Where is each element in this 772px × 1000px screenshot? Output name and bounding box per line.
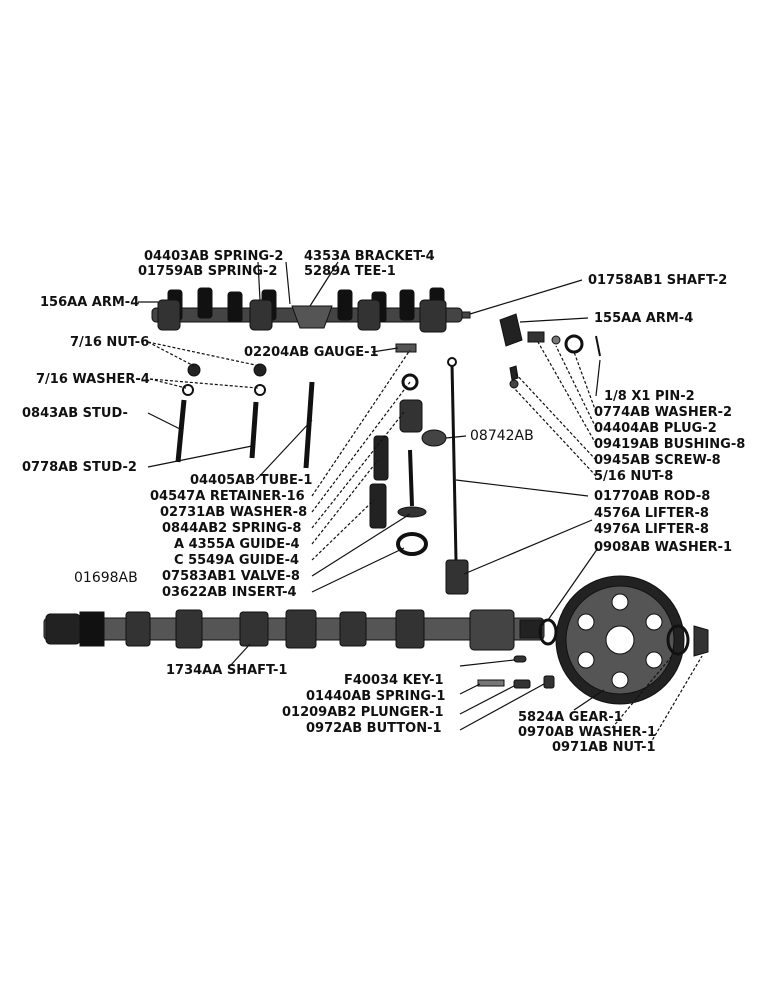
label-bracket: 4353A BRACKET-4 bbox=[304, 249, 435, 264]
label-arm-156: 156AA ARM-4 bbox=[40, 295, 140, 310]
label-spring-04403: 04403AB SPRING-2 bbox=[144, 249, 284, 264]
label-washer-716: 7/16 WASHER-4 bbox=[36, 372, 150, 387]
label-washer-0908: 0908AB WASHER-1 bbox=[594, 540, 733, 555]
label-plug: 04404AB PLUG-2 bbox=[594, 421, 717, 436]
label-tee: 5289A TEE-1 bbox=[304, 264, 396, 279]
label-part-08742: 08742AB bbox=[470, 428, 534, 444]
label-washer-02731: 02731AB WASHER-8 bbox=[160, 505, 308, 520]
label-shaft-01758: 01758AB1 SHAFT-2 bbox=[588, 273, 728, 288]
label-spring-01440: 01440AB SPRING-1 bbox=[306, 689, 446, 704]
label-gear: 5824A GEAR-1 bbox=[518, 710, 623, 725]
label-button: 0972AB BUTTON-1 bbox=[306, 721, 442, 736]
label-arm-155: 155AA ARM-4 bbox=[594, 311, 694, 326]
label-washer-0774: 0774AB WASHER-2 bbox=[594, 405, 733, 420]
label-nut-716: 7/16 NUT-6 bbox=[70, 335, 150, 350]
label-retainer: 04547A RETAINER-16 bbox=[150, 489, 305, 504]
label-plunger: 01209AB2 PLUNGER-1 bbox=[282, 705, 444, 720]
arm-155-group bbox=[499, 313, 601, 389]
label-gauge: 02204AB GAUGE-1 bbox=[244, 345, 379, 360]
label-guide-4355: A 4355A GUIDE-4 bbox=[174, 537, 300, 552]
label-key: F40034 KEY-1 bbox=[344, 673, 444, 688]
label-lifter-4976: 4976A LIFTER-8 bbox=[594, 522, 709, 537]
rocker-shaft-assembly bbox=[151, 287, 471, 333]
label-part-01698: 01698AB bbox=[74, 570, 138, 586]
label-stud-0843: 0843AB STUD- bbox=[22, 406, 128, 421]
leader-lines bbox=[138, 261, 703, 745]
label-stud-0778: 0778AB STUD-2 bbox=[22, 460, 137, 475]
label-tube: 04405AB TUBE-1 bbox=[190, 473, 313, 488]
label-rod: 01770AB ROD-8 bbox=[594, 489, 711, 504]
label-nut-516: 5/16 NUT-8 bbox=[594, 469, 674, 484]
label-pin: 1/8 X1 PIN-2 bbox=[604, 389, 695, 404]
cam-gear bbox=[538, 575, 709, 705]
label-washer-0970: 0970AB WASHER-1 bbox=[518, 725, 657, 740]
label-bushing: 09419AB BUSHING-8 bbox=[594, 437, 746, 452]
studs-nuts bbox=[175, 363, 315, 469]
label-spring-01759: 01759AB SPRING-2 bbox=[138, 264, 278, 279]
camshaft bbox=[43, 609, 545, 651]
label-shaft-1734: 1734AA SHAFT-1 bbox=[166, 663, 288, 678]
label-insert: 03622AB INSERT-4 bbox=[162, 585, 297, 600]
small-parts bbox=[477, 655, 555, 689]
valve-train-parts bbox=[369, 343, 469, 595]
label-spring-0844: 0844AB2 SPRING-8 bbox=[162, 521, 302, 536]
label-lifter-4576: 4576A LIFTER-8 bbox=[594, 506, 709, 521]
label-nut-0971: 0971AB NUT-1 bbox=[552, 740, 656, 755]
label-valve: 07583AB1 VALVE-8 bbox=[162, 569, 300, 584]
label-screw: 0945AB SCREW-8 bbox=[594, 453, 721, 468]
label-guide-5549: C 5549A GUIDE-4 bbox=[174, 553, 300, 568]
